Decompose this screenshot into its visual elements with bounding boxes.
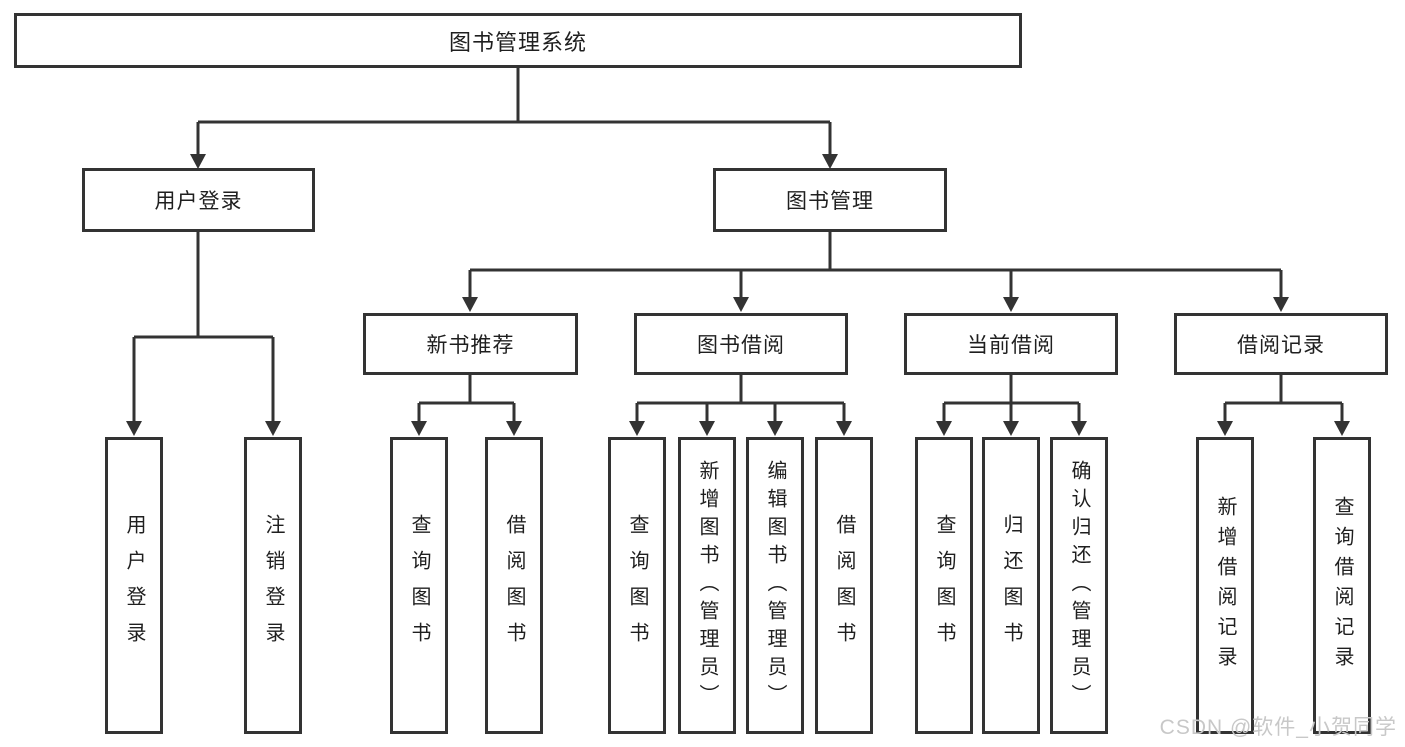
node-label: 借阅图书	[833, 513, 855, 658]
node-label: 查询借阅记录	[1331, 495, 1353, 676]
node-label: 编辑图书（管理员）	[764, 459, 786, 712]
node-label: 用户登录	[154, 190, 243, 213]
leaf-user-login: 用户登录	[105, 437, 163, 734]
node-borrow-records: 借阅记录	[1174, 313, 1388, 375]
node-label: 图书借阅	[697, 334, 785, 357]
node-label: 查询图书	[933, 513, 955, 658]
node-label: 确认归还（管理员）	[1068, 459, 1090, 712]
node-book-borrow: 图书借阅	[634, 313, 848, 375]
node-label: 借阅记录	[1237, 334, 1325, 357]
leaf-return-book: 归还图书	[982, 437, 1040, 734]
node-current-borrow: 当前借阅	[904, 313, 1118, 375]
node-system-root: 图书管理系统	[14, 13, 1022, 68]
node-label: 注销登录	[262, 513, 284, 658]
node-label: 用户登录	[123, 513, 145, 658]
node-label: 新增借阅记录	[1214, 495, 1236, 676]
watermark: CSDN @软件_小贺同学	[1159, 716, 1397, 739]
node-label: 查询图书	[626, 513, 648, 658]
leaf-query-borrow-record: 查询借阅记录	[1313, 437, 1371, 734]
leaf-logout: 注销登录	[244, 437, 302, 734]
node-label: 图书管理	[786, 190, 874, 213]
node-book-management: 图书管理	[713, 168, 947, 232]
node-new-book-recommend: 新书推荐	[363, 313, 578, 375]
node-label: 新书推荐	[426, 334, 515, 357]
leaf-query-books-borrow: 查询图书	[608, 437, 666, 734]
node-label: 查询图书	[408, 513, 430, 658]
leaf-query-books-current: 查询图书	[915, 437, 973, 734]
node-label: 当前借阅	[967, 334, 1055, 357]
node-label: 新增图书（管理员）	[696, 459, 718, 712]
leaf-borrow-books-borrow: 借阅图书	[815, 437, 873, 734]
leaf-borrow-books-recommend: 借阅图书	[485, 437, 543, 734]
node-label: 图书管理系统	[448, 29, 587, 55]
node-label: 借阅图书	[503, 513, 525, 658]
leaf-add-book-admin: 新增图书（管理员）	[678, 437, 736, 734]
leaf-confirm-return-admin: 确认归还（管理员）	[1050, 437, 1108, 734]
leaf-add-borrow-record: 新增借阅记录	[1196, 437, 1254, 734]
node-label: 归还图书	[1000, 513, 1022, 658]
leaf-query-books-recommend: 查询图书	[390, 437, 448, 734]
node-user-login: 用户登录	[82, 168, 315, 232]
leaf-edit-book-admin: 编辑图书（管理员）	[746, 437, 804, 734]
